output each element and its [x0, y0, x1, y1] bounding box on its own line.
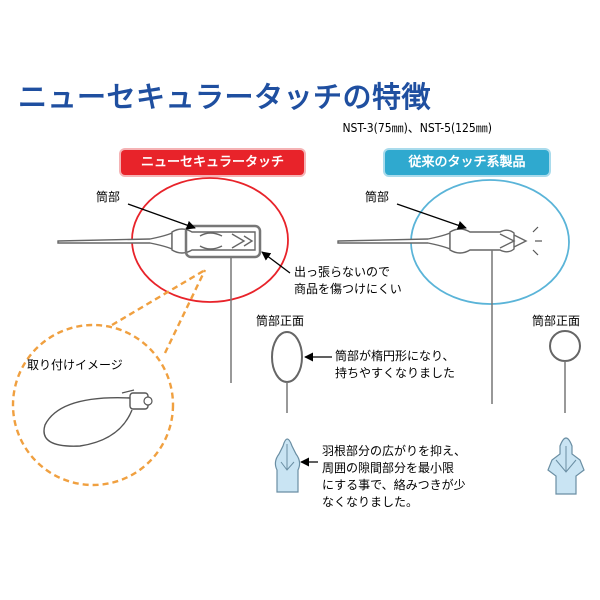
wing-note-line3: にする事で、絡みつきが少	[322, 478, 466, 492]
tube-front-right-label: 筒部正面	[532, 314, 581, 328]
snag-spark-icon	[532, 226, 542, 256]
tube-left-arrow	[127, 203, 196, 230]
page-title: ニューセキュラータッチの特徴	[18, 80, 432, 114]
install-image-label: 取り付けイメージ	[27, 358, 123, 372]
wing-note-line4: なくなりました。	[322, 495, 419, 509]
model-subtitle: NST-3(75㎜)、NST-5(125㎜)	[342, 121, 492, 135]
new-tube-frame	[184, 224, 262, 259]
old-tube-front-circle	[549, 330, 581, 362]
tube-front-left-label: 筒部正面	[256, 314, 305, 328]
callout-connector	[111, 268, 207, 354]
new-tip-inner	[280, 444, 295, 471]
tube-part-left-label: 筒部	[96, 190, 121, 204]
old-product-badge: 従来のタッチ系製品	[385, 150, 549, 175]
wing-note-line1: 羽根部分の広がりを抑え、	[322, 444, 467, 458]
new-product-badge: ニューセキュラータッチ	[121, 150, 304, 175]
ellipse-note-line1: 筒部が楕円形になり、	[335, 349, 455, 363]
wing-note-line2: 周囲の隙間部分を最小限	[322, 461, 455, 475]
old-tag-pin	[337, 228, 528, 254]
install-image-circle	[11, 323, 175, 487]
new-tube-front-ellipse	[271, 331, 303, 383]
old-tip-inner	[555, 446, 577, 473]
no-snag-line1: 出っ張らないので	[294, 265, 391, 279]
ellipse-note-line2: 持ちやすくなりました	[335, 366, 456, 380]
new-tag-pin	[57, 228, 256, 254]
no-snag-line2: 商品を傷つけにくい	[294, 282, 402, 296]
no-snag-arrow	[261, 251, 291, 274]
tube-part-right-label: 筒部	[365, 190, 390, 204]
install-loop-illustration	[43, 389, 153, 447]
tube-right-arrow	[396, 203, 467, 230]
